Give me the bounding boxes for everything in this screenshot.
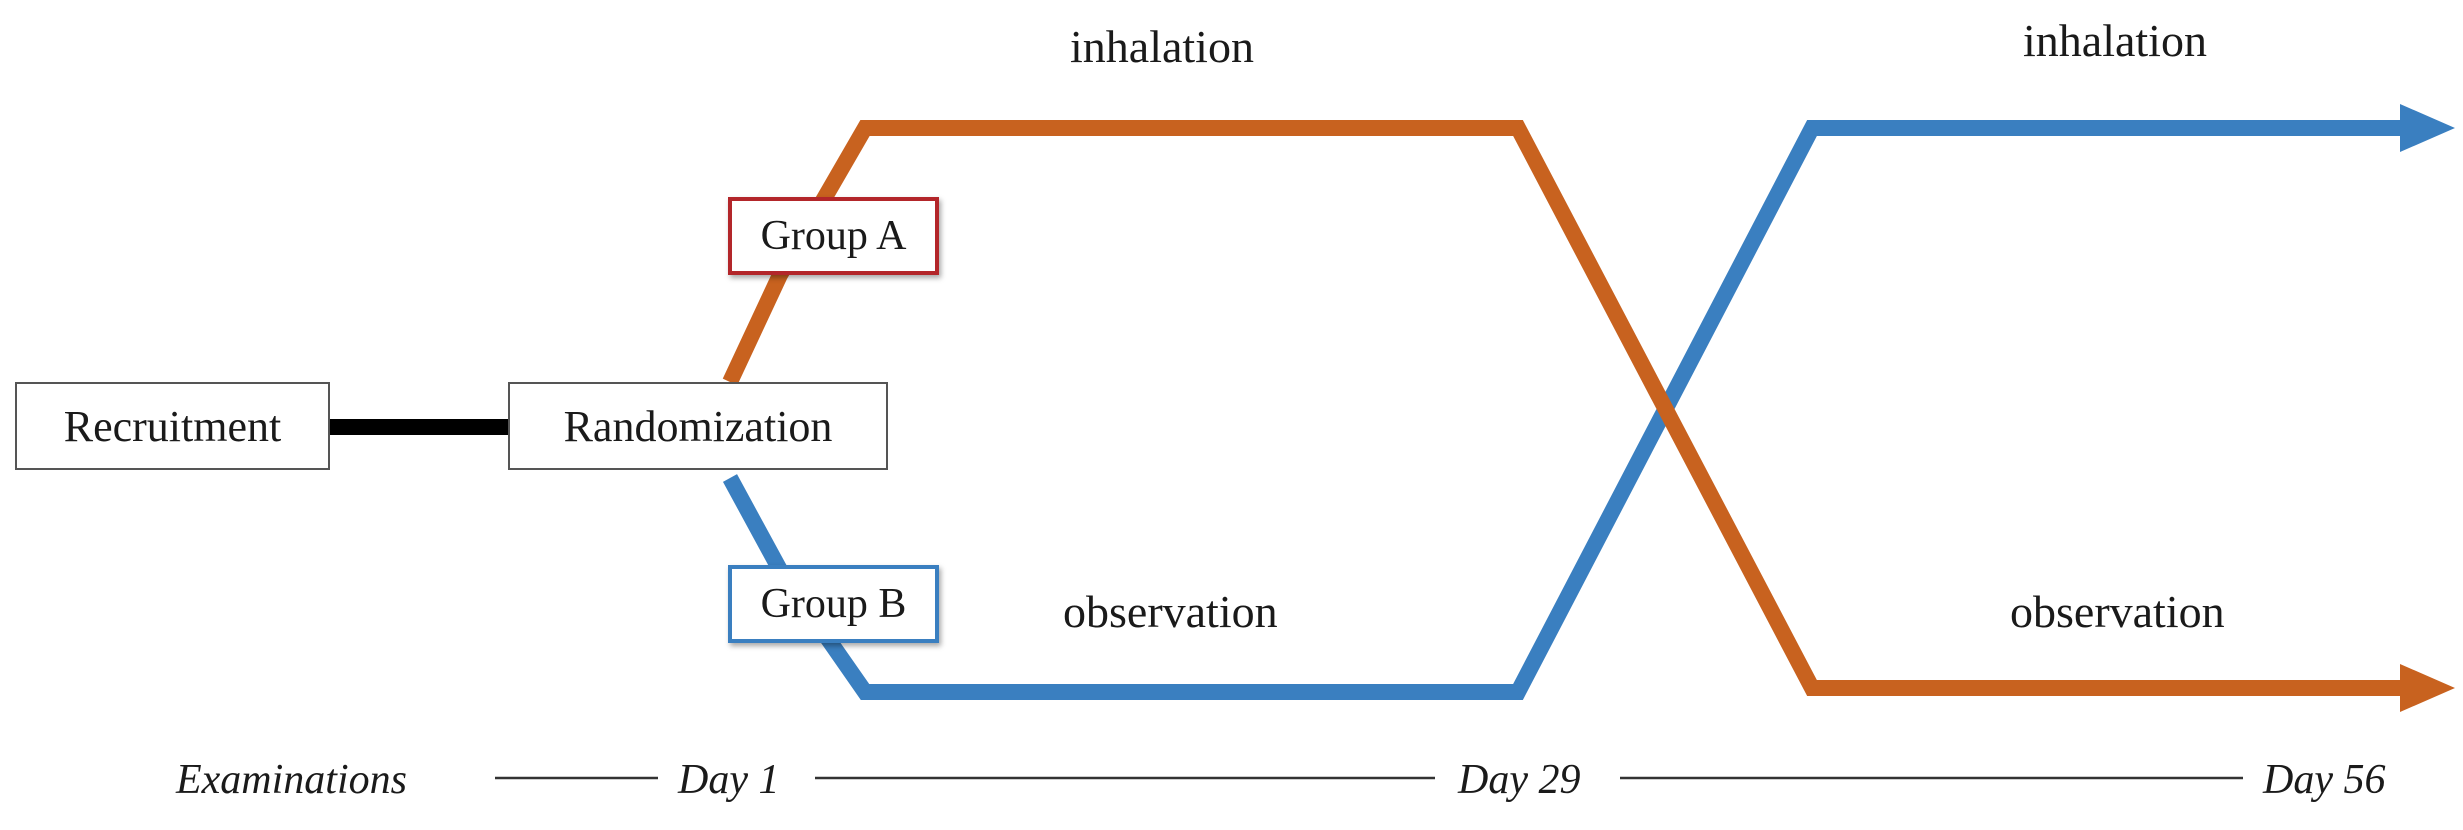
group-b-path bbox=[722, 120, 2405, 700]
timeline-day-29: Day 29 bbox=[1458, 757, 1581, 803]
group-b-label: Group B bbox=[760, 581, 907, 627]
randomization-box: Randomization bbox=[508, 382, 888, 470]
group-a-path bbox=[722, 120, 2405, 696]
group-b-arrowhead bbox=[2400, 104, 2455, 152]
group-a-label: Group A bbox=[760, 213, 907, 259]
group-a-arrowhead bbox=[2400, 664, 2455, 712]
timeline-day-56: Day 56 bbox=[2263, 757, 2386, 803]
observation-label-period-2: observation bbox=[2010, 586, 2225, 637]
randomization-label: Randomization bbox=[563, 401, 833, 451]
group-b-box: Group B bbox=[728, 565, 939, 643]
observation-label-period-1: observation bbox=[1063, 586, 1278, 637]
recruitment-box: Recruitment bbox=[15, 382, 330, 470]
timeline-title: Examinations bbox=[176, 757, 407, 803]
inhalation-label-period-2: inhalation bbox=[2023, 15, 2207, 66]
timeline-day-1: Day 1 bbox=[678, 757, 780, 803]
recruitment-label: Recruitment bbox=[63, 401, 282, 451]
group-a-box: Group A bbox=[728, 197, 939, 275]
inhalation-label-period-1: inhalation bbox=[1070, 21, 1254, 72]
